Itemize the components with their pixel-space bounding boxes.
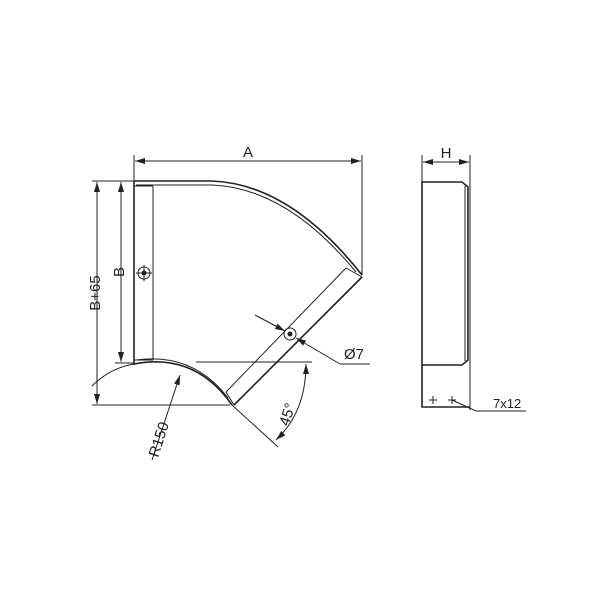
dim-b65: B+65	[87, 275, 104, 310]
dim-h: H	[441, 145, 452, 162]
hole-left	[136, 265, 152, 281]
straight-inner	[225, 267, 363, 406]
straight-outer	[233, 276, 363, 406]
top-view	[133, 180, 363, 406]
side-view: H 7x12	[421, 145, 526, 412]
dim-angle: 45°	[276, 401, 299, 428]
outer-curve	[134, 180, 363, 276]
outer-curve-inner	[136, 184, 357, 273]
dim-radius: R150	[146, 420, 173, 459]
hole-right	[283, 327, 297, 341]
inner-curve-inner	[135, 358, 229, 399]
slot-marks	[429, 396, 456, 404]
dim-slot: 7x12	[493, 396, 521, 411]
dimensions: A B B+65 R150 45° Ø7	[87, 144, 370, 461]
dim-hole: Ø7	[344, 346, 364, 363]
dim-b: B	[111, 267, 128, 277]
dim-a: A	[243, 144, 253, 161]
inner-curve	[133, 360, 233, 406]
